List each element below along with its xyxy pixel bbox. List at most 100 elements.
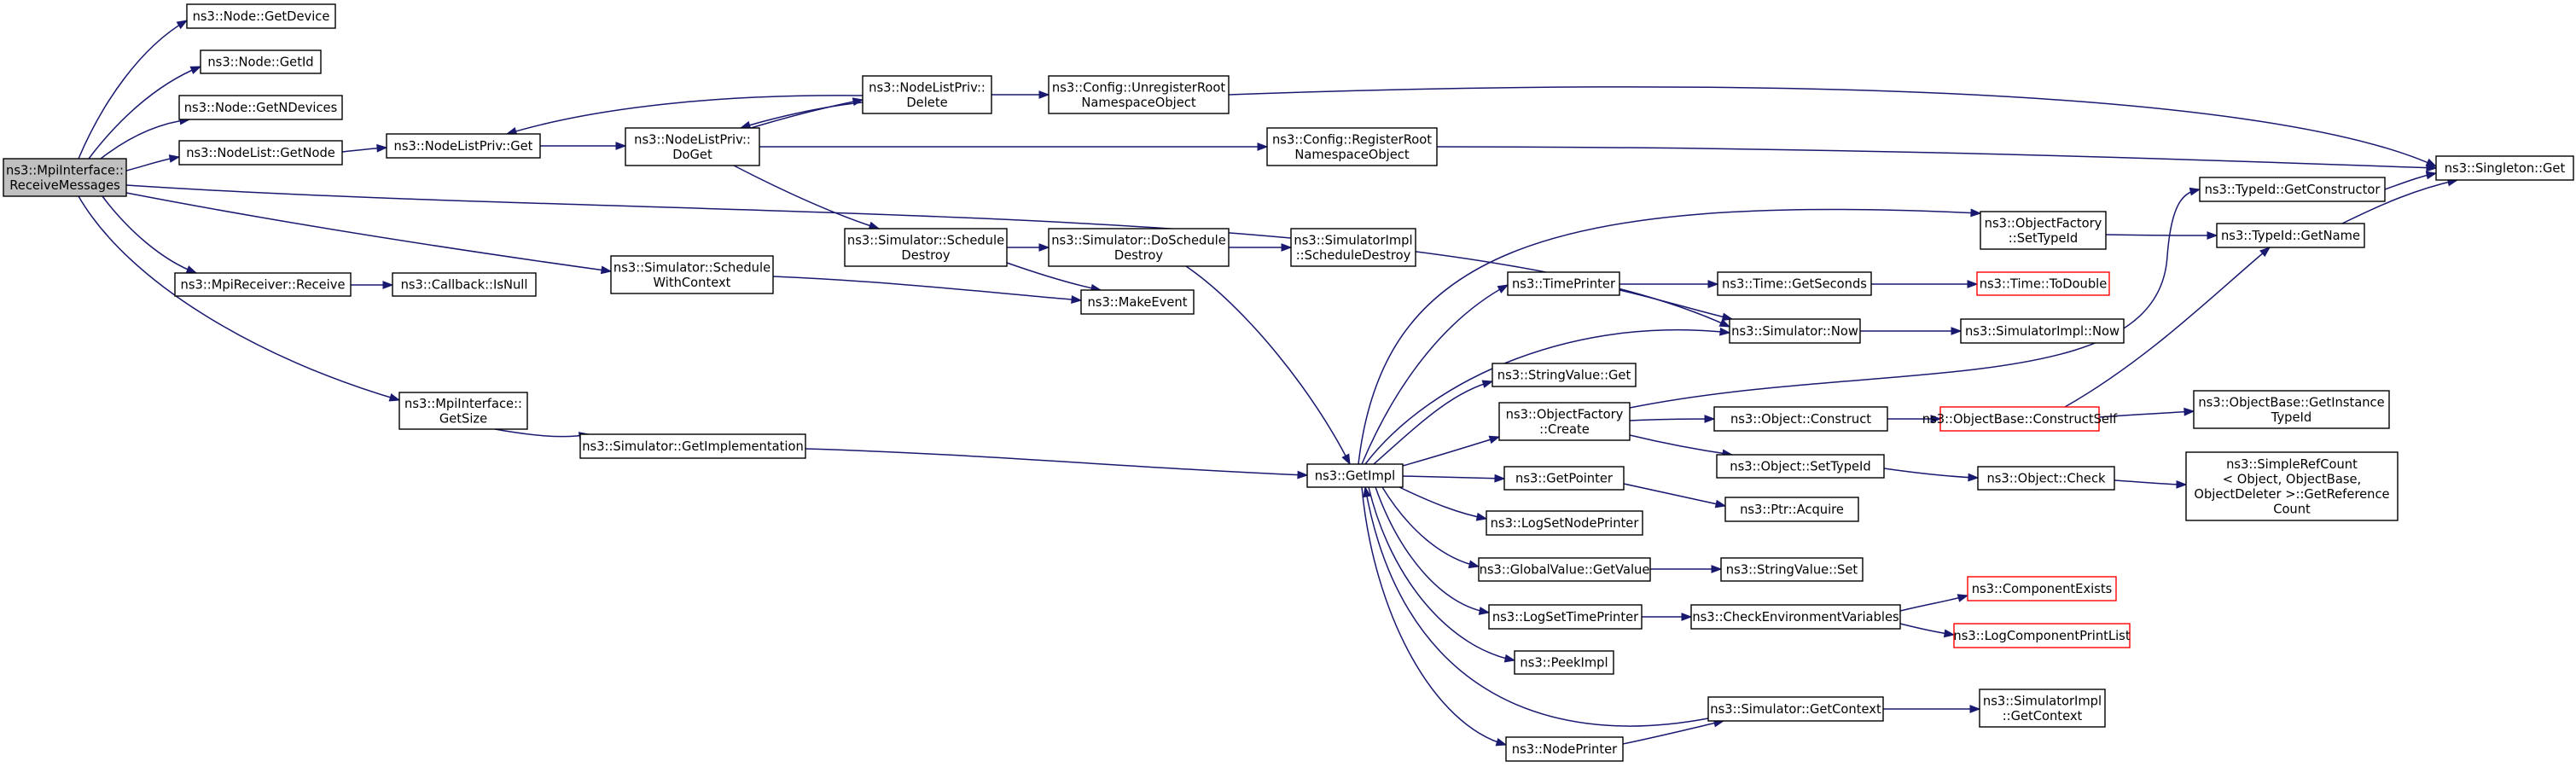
edge-line — [1364, 328, 1730, 465]
node-simplerefcount[interactable]: ns3::SimpleRefCount< Object, ObjectBase,… — [2185, 451, 2399, 521]
node-nodeprinter[interactable]: ns3::NodePrinter — [1505, 736, 1624, 762]
edge-line — [1364, 486, 1709, 727]
node-label-line: ns3::NodeList::GetNode — [186, 146, 335, 160]
node-label-line: ns3::Simulator::GetContext — [1710, 702, 1881, 717]
node-label-line: ns3::TimePrinter — [1512, 277, 1616, 292]
node-getimpl[interactable]: ns3::GetImpl — [1306, 463, 1404, 488]
edge-line — [740, 102, 864, 129]
node-box — [1967, 576, 2117, 601]
edge-line — [2064, 247, 2271, 408]
node-label-line: ns3::GetPointer — [1515, 472, 1614, 486]
arrowhead — [1038, 90, 1050, 99]
node-box — [392, 272, 537, 297]
node-timeprinter[interactable]: ns3::TimePrinter — [1507, 271, 1620, 296]
node-get-device[interactable]: ns3::Node::GetDevice — [186, 3, 336, 29]
node-peekimpl[interactable]: ns3::PeekImpl — [1514, 650, 1614, 675]
edge-line — [100, 119, 190, 160]
node-nodelist-get-node[interactable]: ns3::NodeList::GetNode — [178, 140, 343, 166]
node-sim-getimpl-long[interactable]: ns3::Simulator::GetImplementation — [579, 433, 806, 459]
node-label-line: ns3::ObjectBase::ConstructSelf — [1922, 412, 2118, 427]
arrowhead — [1943, 629, 1956, 638]
edge-receive_messages-to-sim_schedule_ctx — [125, 192, 613, 275]
node-objfactory-settypeid[interactable]: ns3::ObjectFactory::SetTypeId — [1980, 211, 2107, 250]
node-label-line: DoGet — [672, 148, 712, 162]
node-get-n-devices[interactable]: ns3::Node::GetNDevices — [178, 95, 343, 120]
node-make-event[interactable]: ns3::MakeEvent — [1080, 289, 1195, 315]
node-time-getseconds[interactable]: ns3::Time::GetSeconds — [1717, 271, 1872, 296]
node-box — [1492, 363, 1637, 387]
edge-checkenv-to-logcomponentprintlist — [1899, 623, 1956, 638]
node-box — [1717, 271, 1872, 296]
edge-line — [1629, 434, 1733, 456]
node-stringvalue-get[interactable]: ns3::StringValue::Get — [1492, 363, 1637, 387]
node-stringvalue-set[interactable]: ns3::StringValue::Set — [1720, 557, 1864, 582]
node-sim-getcontext[interactable]: ns3::Simulator::GetContext — [1707, 696, 1884, 722]
node-mpi-getsize[interactable]: ns3::MpiInterface::GetSize — [398, 392, 528, 430]
arrowhead — [1711, 565, 1723, 573]
node-singleton-get[interactable]: ns3::Singleton::Get — [2435, 155, 2574, 181]
node-typeid-getname[interactable]: ns3::TypeId::GetName — [2216, 223, 2365, 248]
arrowhead — [1719, 327, 1731, 336]
node-nodelistpriv-doget[interactable]: ns3::NodeListPriv::DoGet — [625, 127, 760, 166]
arrowhead — [1257, 142, 1269, 151]
node-get-id[interactable]: ns3::Node::GetId — [200, 49, 322, 74]
node-label-line: ns3::ObjectFactory — [1506, 407, 1624, 421]
node-object-check[interactable]: ns3::Object::Check — [1977, 466, 2115, 491]
node-nodelistpriv-delete[interactable]: ns3::NodeListPriv::Delete — [862, 75, 992, 114]
edge-line — [750, 99, 864, 129]
node-nodelistpriv-get[interactable]: ns3::NodeListPriv::Get — [386, 133, 541, 159]
node-label-line: ::GetContext — [2003, 709, 2083, 723]
node-globalvalue-getvalue[interactable]: ns3::GlobalValue::GetValue — [1478, 557, 1651, 582]
node-checkenv[interactable]: ns3::CheckEnvironmentVariables — [1690, 604, 1901, 630]
node-typeid-getctor[interactable]: ns3::TypeId::GetConstructor — [2199, 177, 2386, 202]
node-logsettimeprinter[interactable]: ns3::LogSetTimePrinter — [1488, 604, 1643, 630]
node-mpireceiver-receive[interactable]: ns3::MpiReceiver::Receive — [174, 272, 352, 297]
node-box — [1720, 557, 1864, 582]
node-box — [398, 392, 528, 430]
arrowhead — [1363, 485, 1371, 498]
node-layer: ns3::MpiInterface::ReceiveMessagesns3::N… — [3, 3, 2574, 762]
node-receive-messages[interactable]: ns3::MpiInterface::ReceiveMessages — [3, 158, 127, 197]
node-label-line: ns3::Object::Check — [1986, 472, 2106, 486]
node-callback-isnull[interactable]: ns3::Callback::IsNull — [392, 272, 537, 297]
node-componentexists[interactable]: ns3::ComponentExists — [1967, 576, 2117, 601]
node-box — [862, 75, 992, 114]
node-label-line: ns3::LogSetNodePrinter — [1491, 516, 1640, 531]
edge-receive_messages-to-mpi_getsize — [78, 195, 401, 402]
node-config-unregister[interactable]: ns3::Config::UnregisterRootNamespaceObje… — [1048, 75, 1230, 114]
edge-objfactory_settypeid-to-typeid_getname — [2105, 231, 2218, 240]
node-box — [1478, 557, 1651, 582]
node-label-line: ns3::MakeEvent — [1088, 295, 1188, 310]
edge-getimpl-to-peekimpl — [1368, 486, 1516, 663]
arrowhead — [1478, 607, 1491, 615]
node-logcomponentprintlist[interactable]: ns3::LogComponentPrintList — [1953, 623, 2131, 648]
arrowhead — [1969, 705, 1981, 713]
arrowhead — [2425, 171, 2438, 180]
node-simimpl-schedule-destroy[interactable]: ns3::SimulatorImpl::ScheduleDestroy — [1290, 228, 1416, 267]
arrowhead — [615, 142, 627, 150]
node-label-line: ns3::MpiInterface:: — [404, 397, 522, 411]
node-object-settypeid[interactable]: ns3::Object::SetTypeId — [1716, 454, 1885, 479]
edge-sim_getimpl_long-to-getimpl — [805, 448, 1309, 479]
node-ptr-acquire[interactable]: ns3::Ptr::Acquire — [1724, 497, 1859, 522]
node-getpointer[interactable]: ns3::GetPointer — [1503, 466, 1625, 491]
node-label-line: ns3::LogSetTimePrinter — [1492, 610, 1639, 625]
node-label-line: ReceiveMessages — [9, 178, 120, 193]
edge-object_construct-to-objbase_constructself — [1887, 415, 1942, 423]
node-objbase-constructself[interactable]: ns3::ObjectBase::ConstructSelf — [1922, 406, 2118, 432]
node-time-todouble[interactable]: ns3::Time::ToDouble — [1976, 271, 2110, 296]
edge-line — [805, 448, 1308, 476]
node-simimpl-getcontext[interactable]: ns3::SimulatorImpl::GetContext — [1979, 689, 2106, 728]
node-label-line: ns3::PeekImpl — [1520, 656, 1608, 671]
node-object-construct[interactable]: ns3::Object::Construct — [1713, 406, 1888, 432]
node-sim-now[interactable]: ns3::Simulator::Now — [1729, 318, 1861, 344]
node-logsetnodeprinter[interactable]: ns3::LogSetNodePrinter — [1486, 510, 1643, 536]
node-objfactory-create[interactable]: ns3::ObjectFactory::Create — [1498, 402, 1631, 441]
node-sim-schedule-destroy[interactable]: ns3::Simulator::ScheduleDestroy — [844, 228, 1008, 267]
node-simimpl-now[interactable]: ns3::SimulatorImpl::Now — [1960, 318, 2125, 344]
